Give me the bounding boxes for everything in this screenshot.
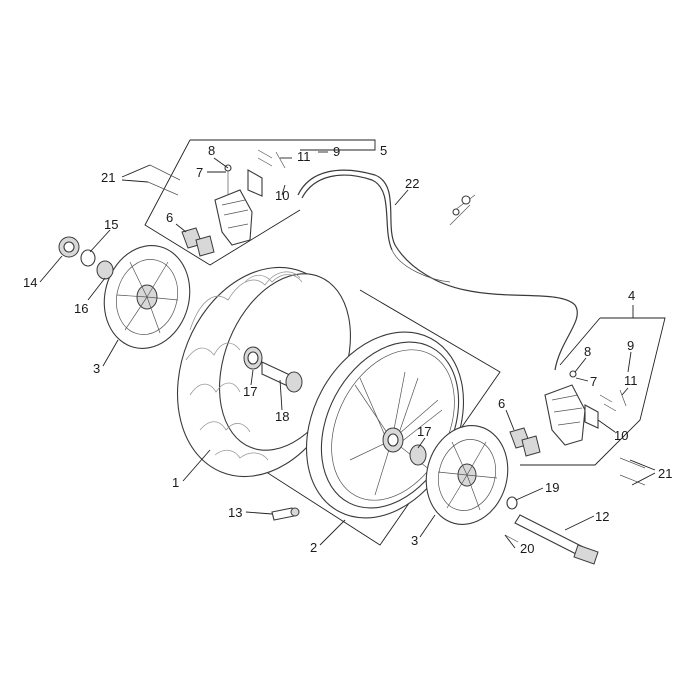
callout-17-right: 17 [417,424,431,439]
callout-12: 12 [595,509,609,524]
callout-19: 19 [545,480,559,495]
bearing-stack-left [58,236,114,280]
brake-hose [297,169,578,371]
callout-1: 1 [172,475,179,490]
callout-13: 13 [228,505,242,520]
callout-10-left: 10 [275,188,289,203]
callout-6-right: 6 [498,396,505,411]
callout-6-left: 6 [166,210,173,225]
caliper-right [509,370,646,486]
callout-11-left: 11 [297,149,311,164]
callout-17-left: 17 [243,384,257,399]
callout-7-left: 7 [196,165,203,180]
callout-3-left: 3 [93,361,100,376]
brake-disc-left [103,245,191,349]
callout-labels: 1 2 3 3 4 5 6 6 7 7 8 8 9 9 10 10 11 11 … [23,143,672,556]
callout-14: 14 [23,275,37,290]
callout-21-left: 21 [101,170,115,185]
callout-20: 20 [520,541,534,556]
callout-7-right: 7 [590,374,597,389]
callout-4: 4 [628,288,635,303]
callout-8-right: 8 [584,344,591,359]
callout-21-right: 21 [658,466,672,481]
callout-3-right: 3 [411,533,418,548]
callout-22: 22 [405,176,419,191]
callout-8-left: 8 [208,143,215,158]
callout-9-right: 9 [627,338,634,353]
callout-16: 16 [74,301,88,316]
hub-parts-left [243,346,303,393]
axle-and-fasteners [271,496,599,565]
caliper-left [147,149,286,257]
wheel-rim [305,331,465,519]
brake-disc-right [425,425,509,525]
callout-9-left: 9 [333,144,340,159]
callout-11-right: 11 [624,373,638,388]
callout-18: 18 [275,409,289,424]
callout-10-right: 10 [614,428,628,443]
leader-lines [39,149,656,549]
callout-2: 2 [310,540,317,555]
callout-15: 15 [104,217,118,232]
callout-5: 5 [380,143,387,158]
